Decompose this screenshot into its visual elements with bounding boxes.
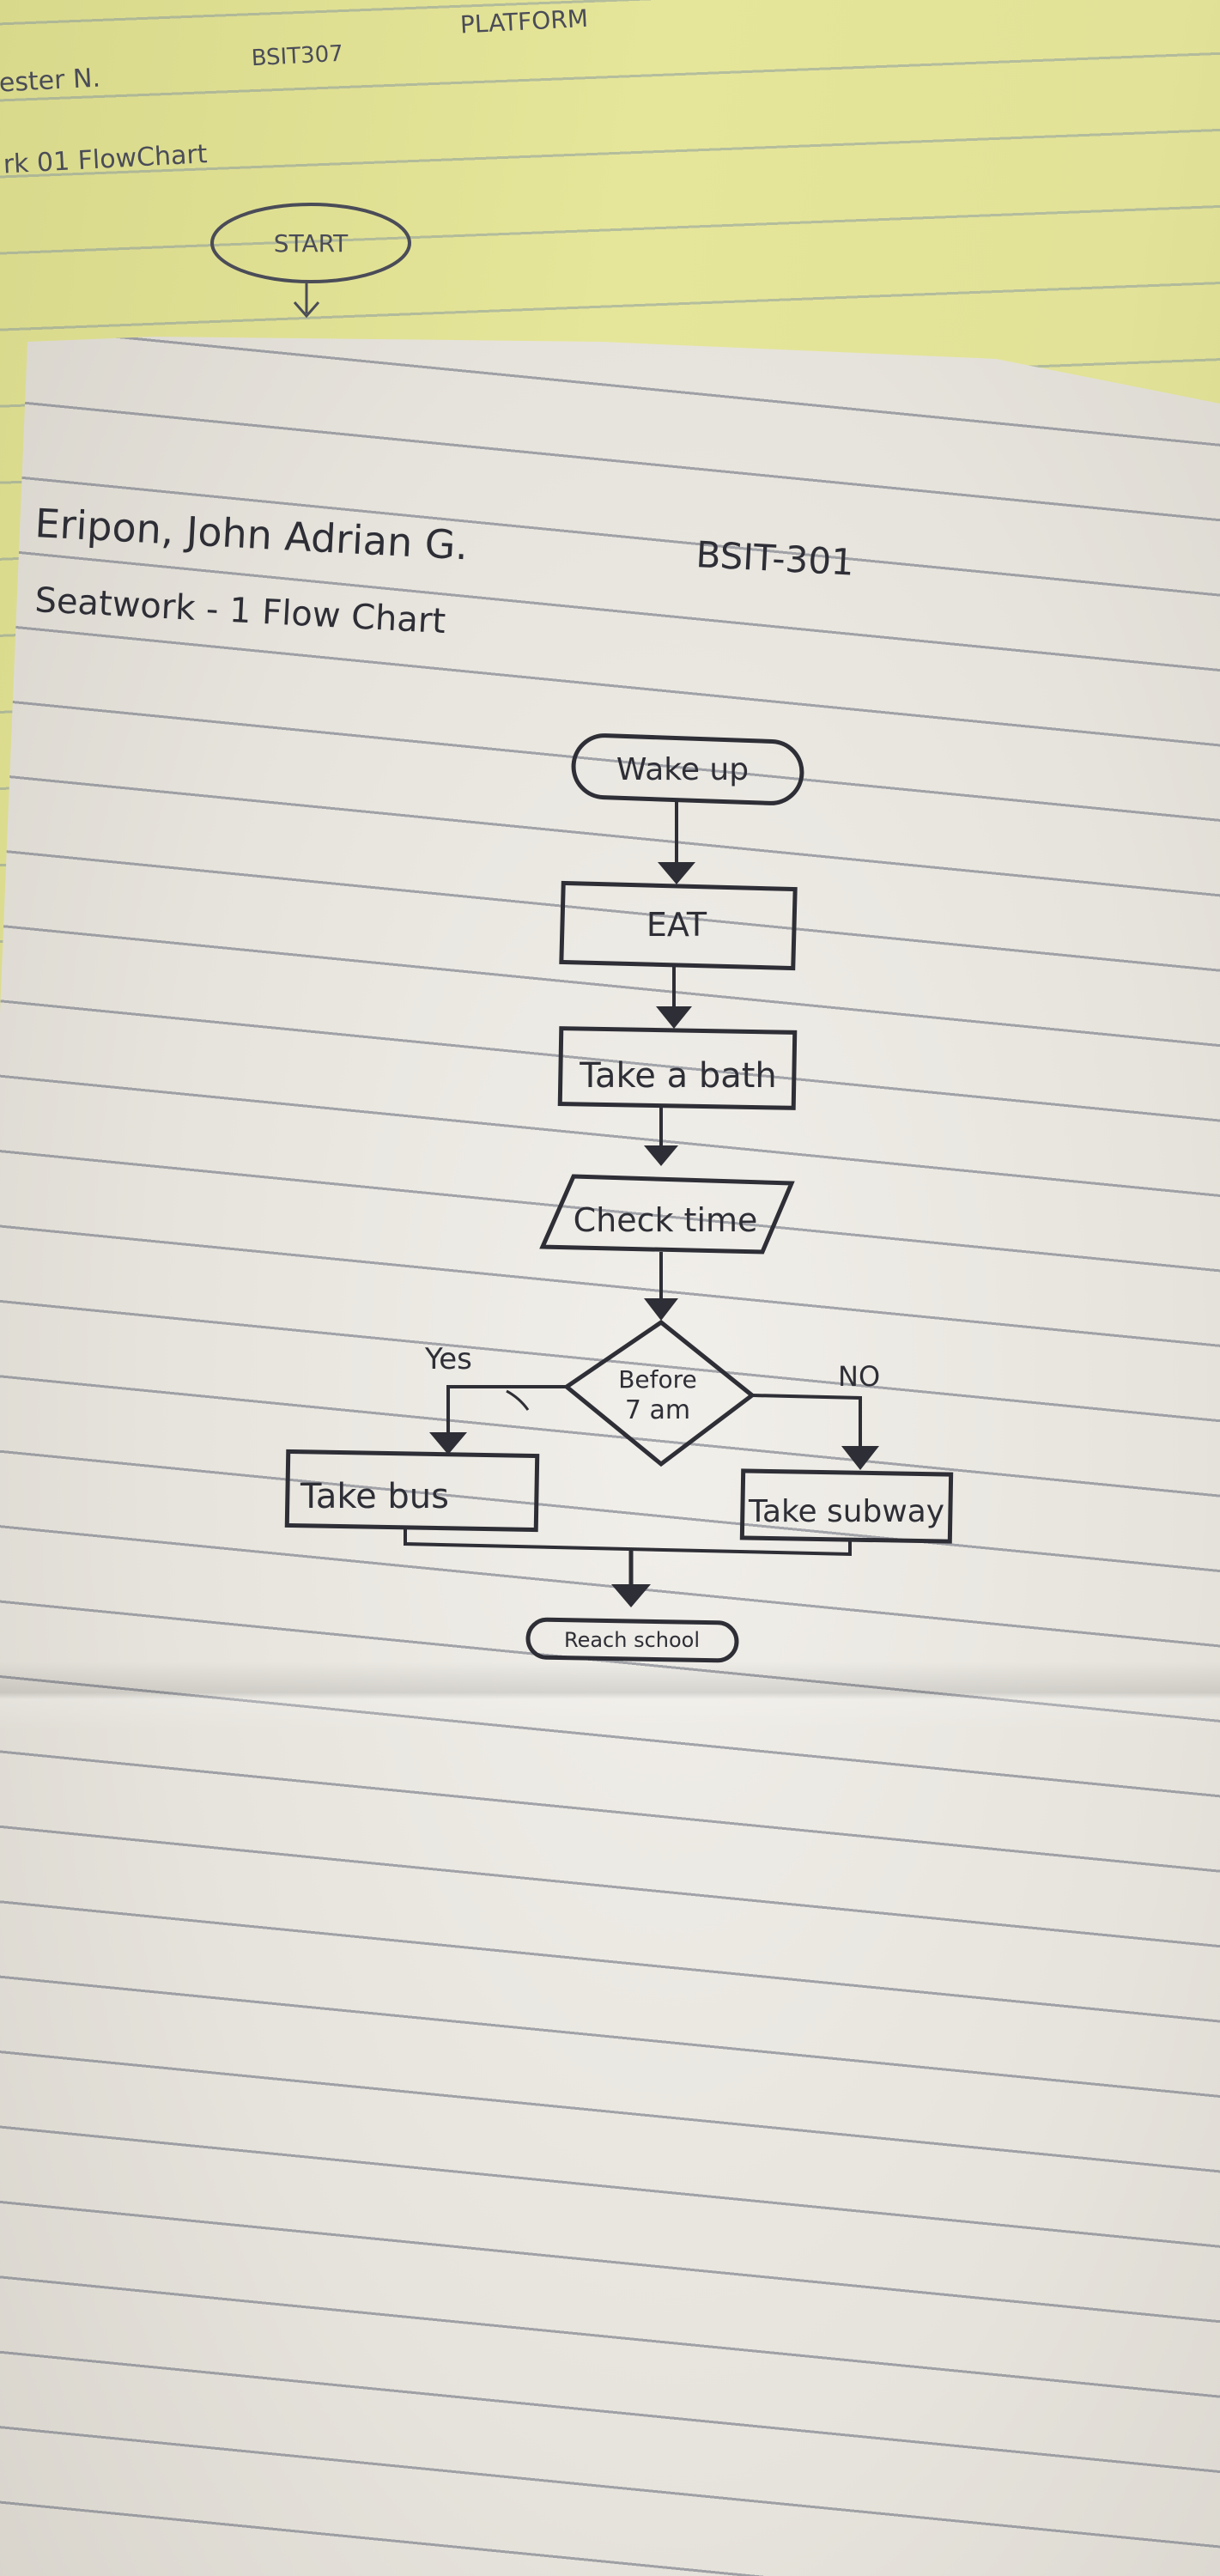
- bg-start-terminal: [210, 203, 411, 283]
- bg-header-section: BSIT307: [251, 41, 343, 72]
- paper-fold-crease: [0, 1662, 1220, 1730]
- decision-diamond: [562, 1319, 756, 1467]
- bg-header-platform: PLATFORM: [459, 4, 588, 39]
- arrowhead-check: [644, 1145, 678, 1166]
- eat-label: EAT: [646, 906, 707, 944]
- yes-branch-label: Yes: [424, 1342, 472, 1376]
- bg-start-label: START: [274, 229, 349, 258]
- arrowhead-bus: [429, 1432, 467, 1455]
- arrowhead-bath: [656, 1006, 692, 1029]
- reach-school-terminal: [525, 1617, 739, 1663]
- student-name: Eripon, John Adrian G.: [33, 500, 469, 568]
- arrowhead-eat: [658, 862, 695, 884]
- bg-start-arrow: [293, 283, 320, 319]
- yes-branch-stroke-mark: [506, 1389, 530, 1411]
- bath-label: Take a bath: [579, 1056, 777, 1096]
- no-branch-label: NO: [838, 1360, 880, 1393]
- eat-process-box: [559, 880, 798, 971]
- wake-up-label: Wake up: [616, 752, 749, 787]
- take-subway-box: [739, 1468, 954, 1544]
- arrowhead-decision: [644, 1298, 678, 1321]
- merge-line: [404, 1528, 852, 1557]
- arrowhead-reach: [611, 1584, 651, 1607]
- decision-line-2: 7 am: [625, 1395, 690, 1425]
- bg-header-name: ester N.: [0, 64, 101, 99]
- check-time-label: Check time: [574, 1201, 758, 1239]
- reach-school-label: Reach school: [564, 1628, 700, 1652]
- student-section: BSIT-301: [695, 533, 855, 584]
- take-bus-label: Take bus: [300, 1477, 449, 1516]
- arrowhead-subway: [841, 1446, 879, 1470]
- decision-line-1: Before: [618, 1365, 697, 1394]
- take-bus-box: [284, 1449, 540, 1533]
- sheet-title: Seatwork - 1 Flow Chart: [33, 580, 446, 641]
- check-time-input-shape: [539, 1174, 795, 1255]
- wake-up-terminal: [571, 733, 804, 805]
- yes-branch-line: [446, 1385, 567, 1438]
- bath-process-box: [557, 1026, 798, 1110]
- take-subway-label: Take subway: [748, 1494, 944, 1529]
- no-branch-line: [751, 1394, 862, 1451]
